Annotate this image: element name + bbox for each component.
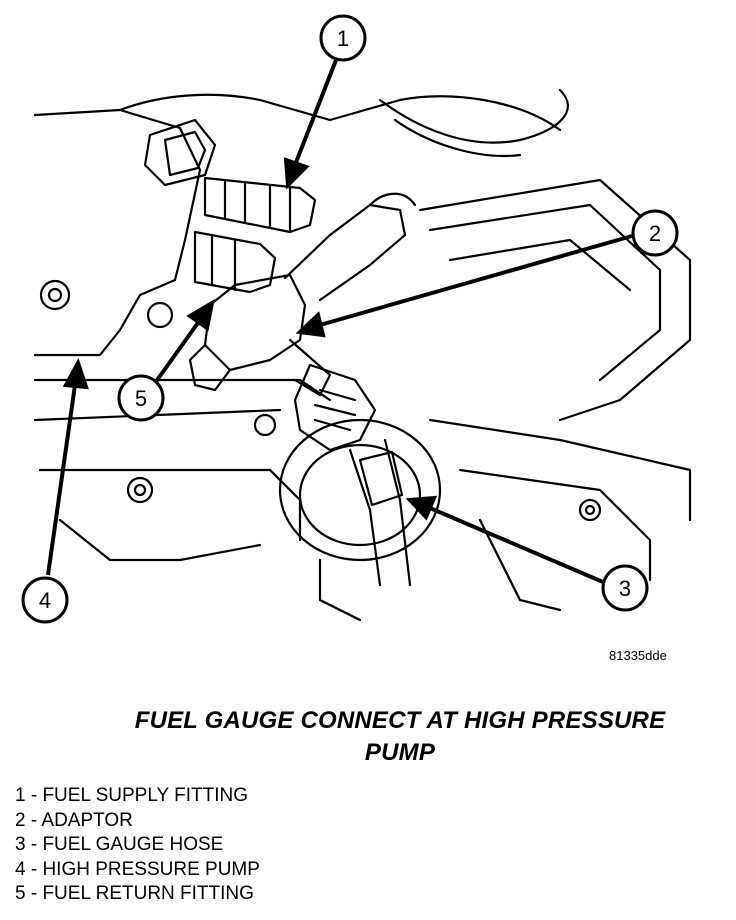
callout-4: 4: [21, 576, 69, 624]
upper-block-edge: [118, 93, 562, 132]
pump-body-outline: [33, 108, 202, 357]
callout-1: 1: [319, 14, 367, 62]
legend-item: 3 - FUEL GAUGE HOSE: [15, 834, 224, 855]
caption-line-2: PUMP: [364, 739, 436, 766]
svg-text:5: 5: [135, 386, 147, 411]
fuel-supply-fitting: [203, 176, 317, 234]
legend-item: 1 - FUEL SUPPLY FITTING: [15, 785, 248, 806]
figure-id: 81335dde: [609, 648, 667, 663]
legend-list: 1 - FUEL SUPPLY FITTING 2 - ADAPTOR 3 - …: [15, 784, 260, 907]
fuel-gauge-hose: [348, 448, 382, 587]
svg-text:1: 1: [337, 26, 349, 51]
right-housing: [418, 178, 692, 422]
callout-5: 5: [117, 374, 165, 422]
figure-caption: FUEL GAUGE CONNECT AT HIGH PRESSURE PUMP: [60, 705, 736, 769]
engine-line-illustration: 1 2 3 4 5: [21, 14, 692, 624]
svg-text:3: 3: [619, 576, 631, 601]
caption-line-1: FUEL GAUGE CONNECT AT HIGH PRESSURE: [134, 707, 666, 734]
legend-item: 5 - FUEL RETURN FITTING: [15, 883, 254, 904]
legend-item: 4 - HIGH PRESSURE PUMP: [15, 858, 260, 880]
callout-3: 3: [601, 564, 649, 612]
callout-2: 2: [631, 209, 679, 257]
fuel-return-fitting: [193, 230, 277, 294]
legend-item: 2 - ADAPTOR: [15, 809, 133, 831]
svg-text:2: 2: [649, 221, 661, 246]
svg-text:4: 4: [39, 588, 51, 613]
